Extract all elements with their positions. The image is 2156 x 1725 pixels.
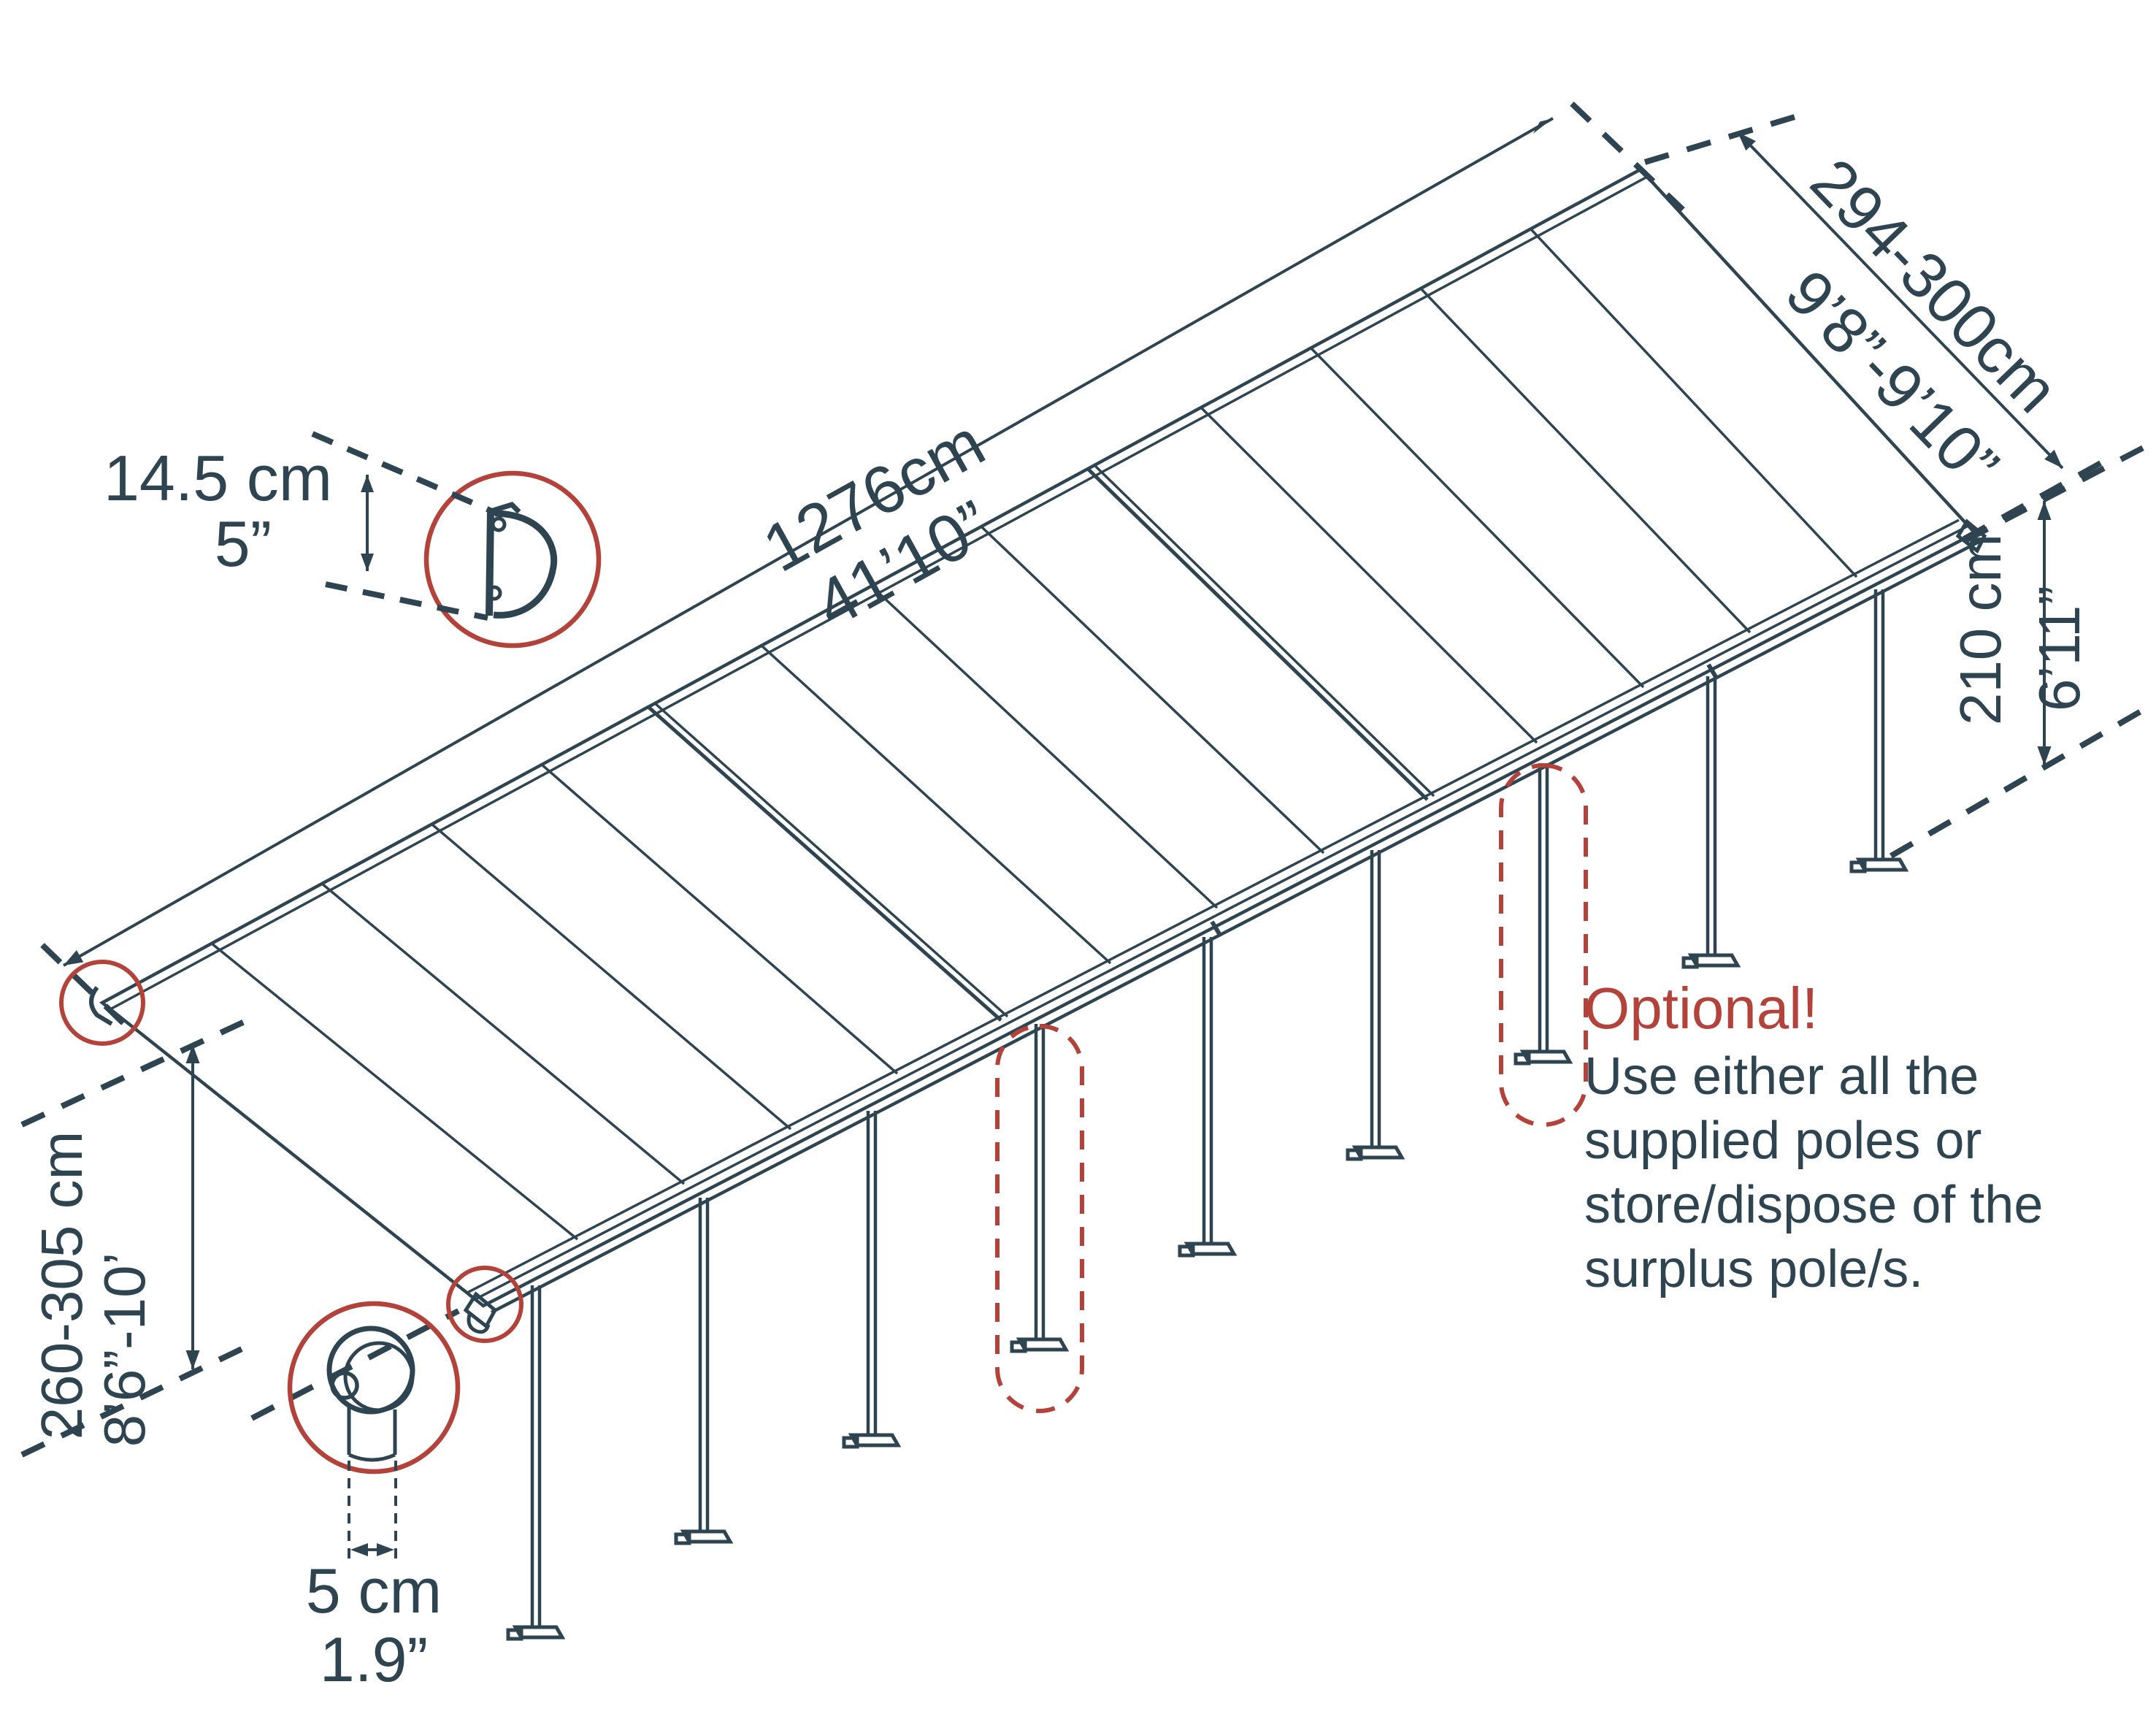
profile-height-imperial-label: 5” — [215, 508, 272, 580]
pole-7-optional — [1499, 763, 1588, 1127]
pole-height-imperial-label: 6’11” — [2027, 586, 2092, 711]
wall-profile-endcap — [89, 986, 113, 1026]
note-line-2: supplied poles or — [1584, 1112, 1982, 1170]
note-line-4: surplus pole/s. — [1584, 1240, 1923, 1298]
wall-height-metric-label: 260-305 cm — [29, 1131, 94, 1439]
dimension-pole-height: 210 cm 6’11” — [1889, 438, 2156, 859]
pole-1 — [506, 1285, 566, 1641]
pole-profile-shape — [326, 1326, 415, 1462]
support-poles — [506, 589, 1909, 1641]
detail-gutter-profile: 14.5 cm 5” — [104, 431, 602, 649]
dimension-wall-height: 260-305 cm 8’6”-10’ — [20, 1014, 460, 1458]
pole-2 — [674, 1198, 734, 1545]
callout-back-left-corner — [59, 960, 145, 1046]
pole-6 — [1346, 850, 1405, 1161]
pole-3 — [842, 1111, 902, 1449]
pole-diameter-imperial-label: 1.9” — [320, 1625, 428, 1695]
pole-4-optional — [995, 1024, 1084, 1413]
gutter-profile-shape — [486, 502, 558, 619]
dimension-width: 294-300cm 9’8”-9’10” — [1643, 112, 2111, 542]
detail-circle-pole — [287, 1301, 461, 1475]
pole-8 — [1681, 676, 1741, 969]
optional-note: Optional! Use either all the supplied po… — [1584, 976, 2043, 1298]
wall-height-imperial-label: 8’6”-10’ — [92, 1252, 157, 1447]
callout-front-left-corner — [446, 1266, 523, 1343]
pole-5 — [1178, 937, 1238, 1258]
pole-diameter-metric-label: 5 cm — [306, 1556, 442, 1626]
optional-pole-marker-1 — [995, 1024, 1084, 1413]
pole-9 — [1849, 589, 1909, 873]
roof-panels — [210, 228, 1858, 1241]
roof — [89, 167, 1987, 1334]
note-line-3: store/dispose of the — [1584, 1176, 2043, 1234]
optional-pole-marker-2 — [1499, 763, 1588, 1127]
detail-circle-gutter — [423, 470, 602, 649]
profile-height-metric-label: 14.5 cm — [104, 442, 332, 514]
pole-height-metric-label: 210 cm — [1948, 534, 2013, 725]
gutter-beam — [463, 519, 1987, 1334]
note-line-1: Use either all the — [1584, 1047, 1979, 1106]
detail-pole-profile: 5 cm 1.9” — [287, 1301, 461, 1695]
note-title: Optional! — [1584, 976, 1818, 1041]
